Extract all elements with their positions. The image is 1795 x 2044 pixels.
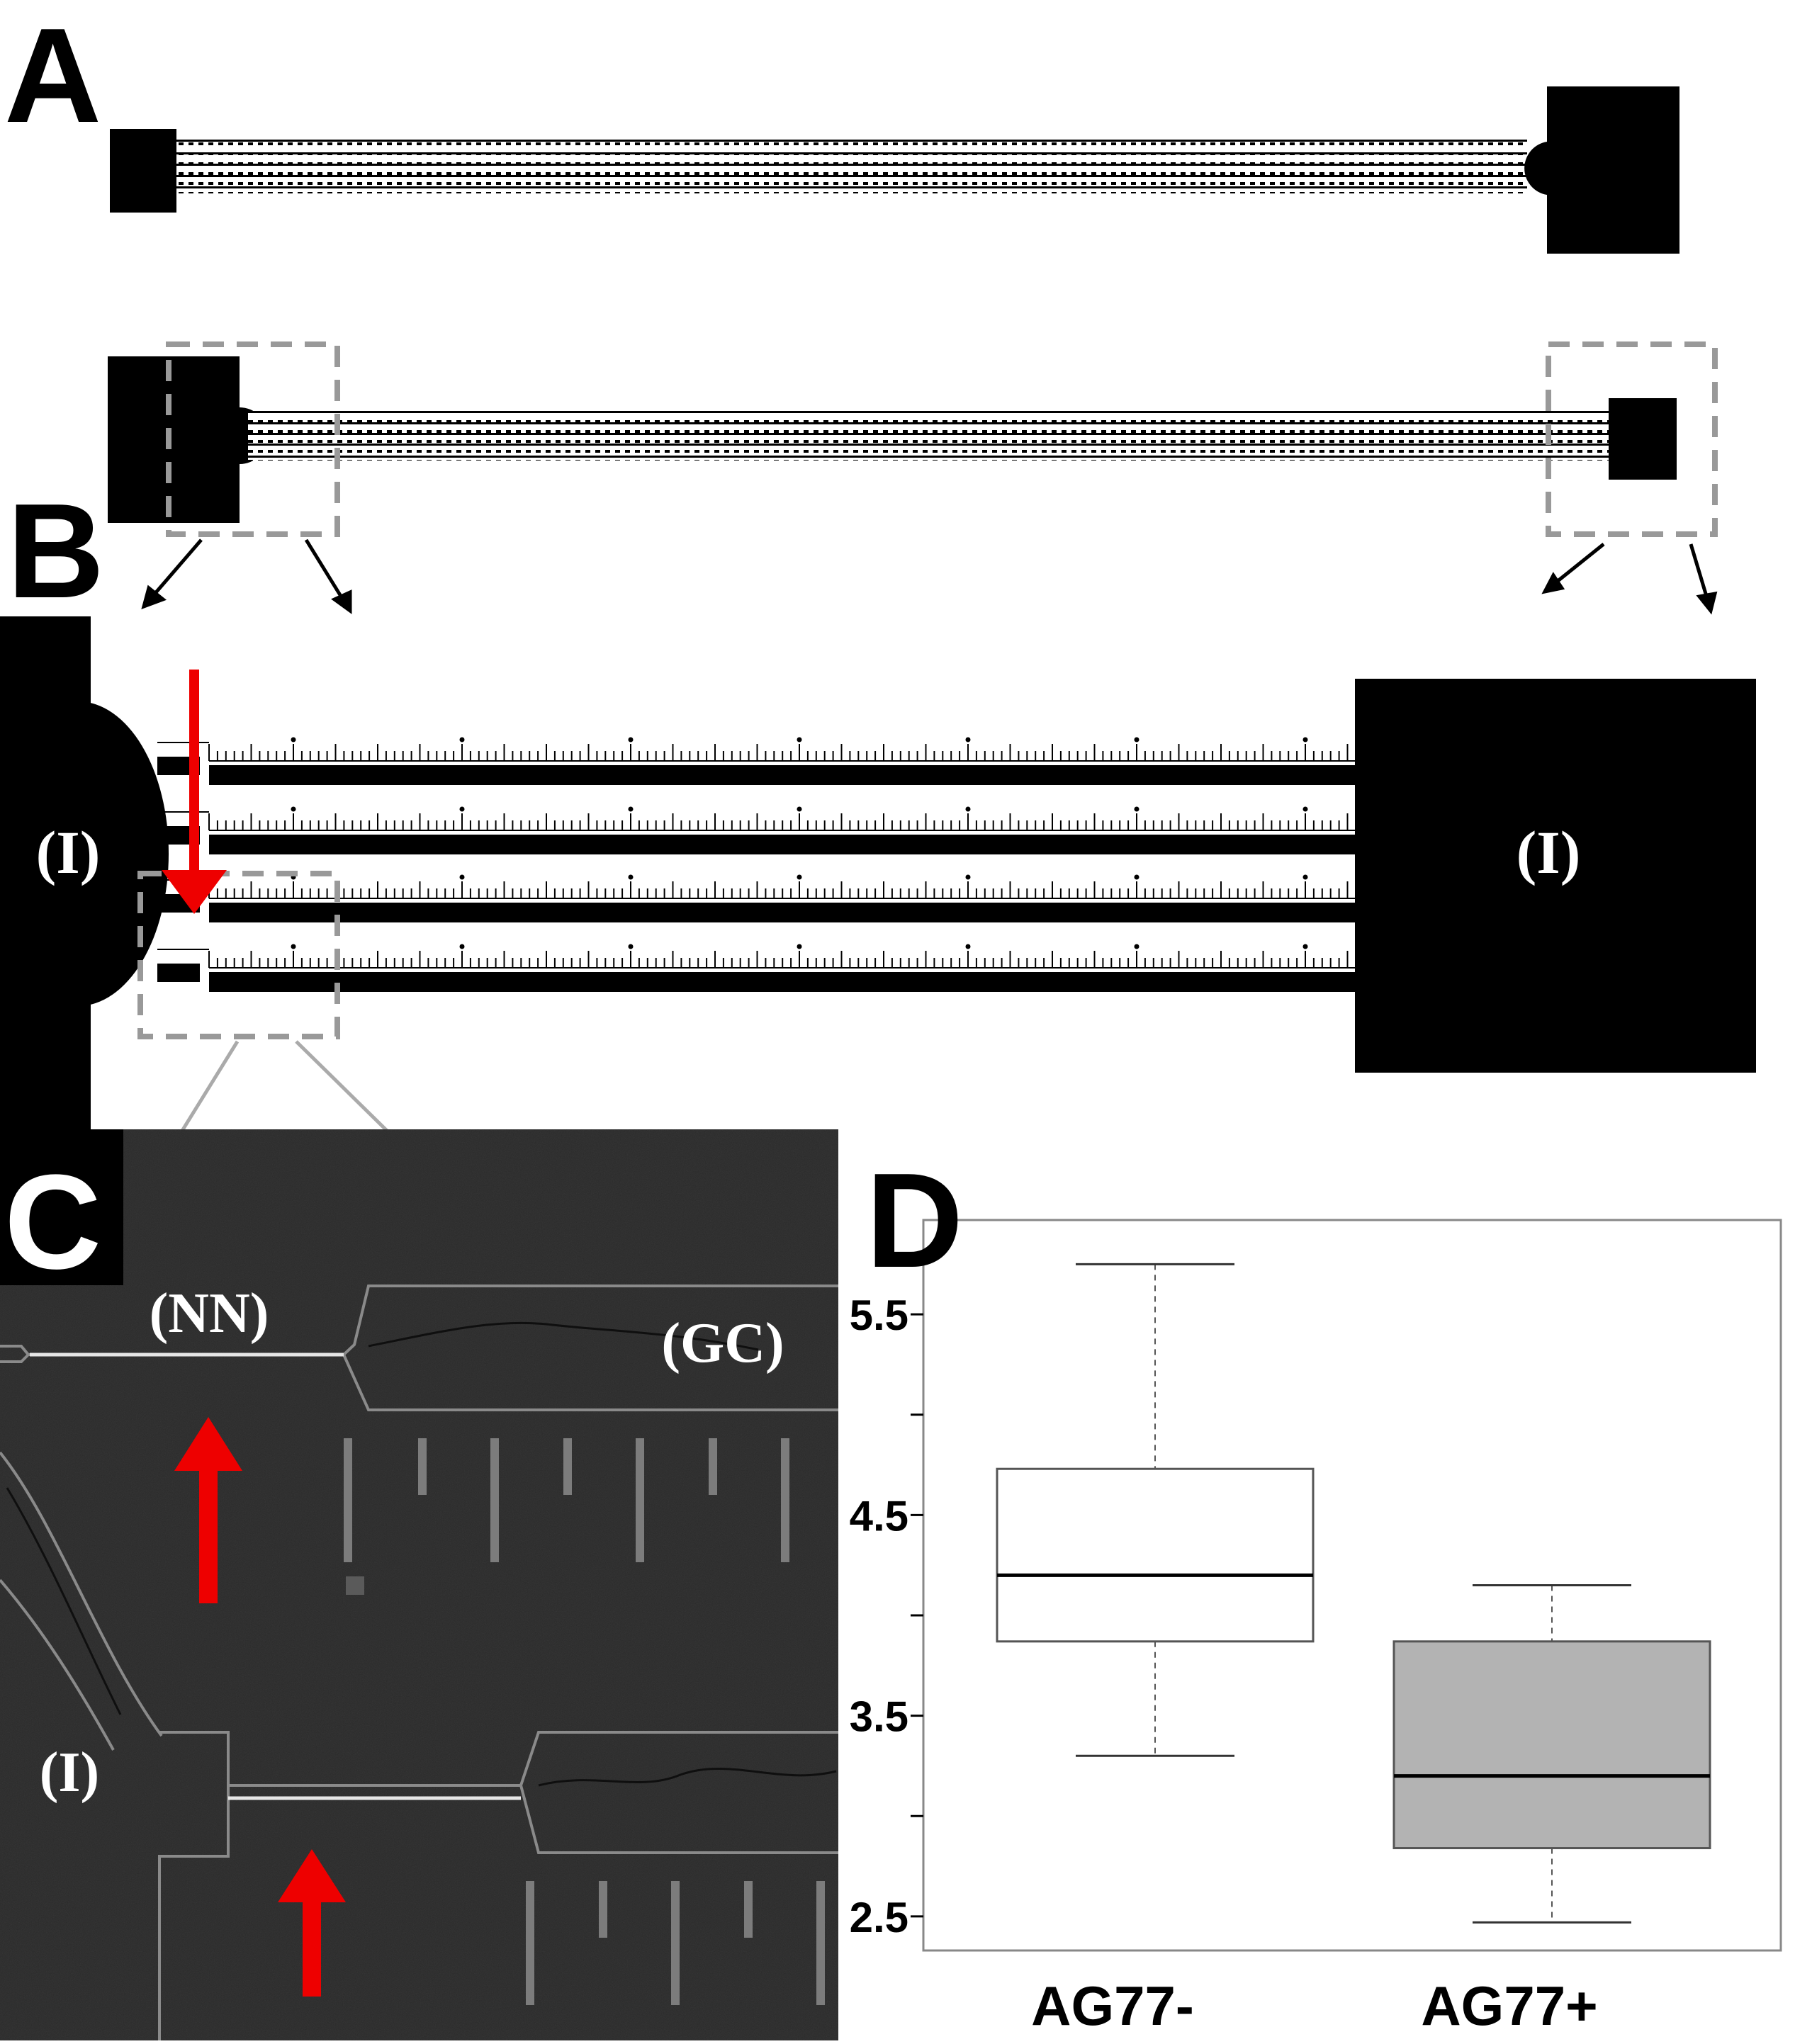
panel-b-channels (157, 737, 1355, 992)
panel-a-channels (176, 140, 1527, 193)
box-series (996, 1263, 1711, 1924)
panel-b-left-label: (I) (36, 818, 101, 886)
zoom-box-left (166, 341, 340, 537)
panel-b-letter: B (7, 476, 104, 626)
panel-c-axons (30, 1353, 521, 1800)
zoom-arrows-top (141, 538, 1718, 615)
panel-c-label-gc: (GC) (661, 1312, 784, 1374)
y-tick-label: 2.5 (850, 1894, 908, 1941)
panel-c-grid-marks (344, 1438, 825, 2005)
panel-c-label-i: (I) (40, 1741, 99, 1804)
panel-b-left-inlet-dome (0, 701, 169, 1006)
channel-bar (209, 835, 1355, 854)
channel-bar (209, 765, 1355, 785)
ruler-ticks (208, 737, 1349, 761)
panel-b-channel-detail: (I) (I) B (0, 476, 1756, 1216)
red-arrow-panel-c-upper (174, 1417, 242, 1603)
panel-b-right-label: (I) (1517, 818, 1581, 886)
zoom-box-right (1546, 341, 1718, 537)
inlet-stub (157, 964, 200, 982)
box-ag77- (996, 1263, 1315, 1757)
ruler-ticks (208, 806, 1349, 830)
zoom-box-panel-b (137, 871, 340, 1039)
panel-a-device-diagram: A (4, 1, 1679, 254)
iqr-box (1392, 1640, 1711, 1850)
box-ag77- (1392, 1584, 1711, 1924)
y-tick-label: 3.5 (850, 1693, 908, 1741)
panel-c-label-nn: (NN) (150, 1282, 269, 1345)
panel-b-overview-diagram (108, 341, 1718, 615)
ruler-ticks (208, 944, 1349, 968)
panel-b-overview-left-reservoir (108, 356, 268, 523)
ruler-ticks (208, 874, 1349, 898)
panel-b-right-reservoir (1355, 679, 1756, 1073)
panel-c-neurites (6, 1321, 837, 1787)
iqr-box (996, 1467, 1315, 1643)
panel-b-overview-right-reservoir (1609, 398, 1677, 480)
panel-a-right-reservoir (1524, 86, 1679, 254)
x-category-label: AG77+ (1421, 1975, 1597, 2037)
panel-c-micrograph: (NN) (GC) (I) C (0, 1129, 838, 2040)
panel-a-left-reservoir (110, 129, 176, 213)
channel-bar (209, 903, 1355, 922)
x-category-label: AG77- (1031, 1975, 1194, 2037)
panel-c-channel-edges (0, 1284, 838, 2040)
x-axis-labels: AG77- AG77+ (1031, 1975, 1598, 2037)
y-axis: 2.5 3.5 4.5 5.5 (850, 1292, 923, 1941)
panel-b-overview-channels (248, 411, 1609, 461)
panel-c-letter: C (4, 1147, 101, 1297)
red-arrow-panel-c-lower (278, 1849, 346, 1997)
y-tick-label: 5.5 (850, 1292, 908, 1339)
y-tick-label: 4.5 (850, 1492, 908, 1540)
panel-a-letter: A (4, 1, 101, 151)
panel-d-letter: D (866, 1146, 963, 1296)
red-arrow-panel-b (162, 670, 227, 914)
panel-d-boxplot: 2.5 3.5 4.5 5.5 AG77- AG77+ D (850, 1146, 1782, 2037)
channel-bar (209, 972, 1355, 992)
